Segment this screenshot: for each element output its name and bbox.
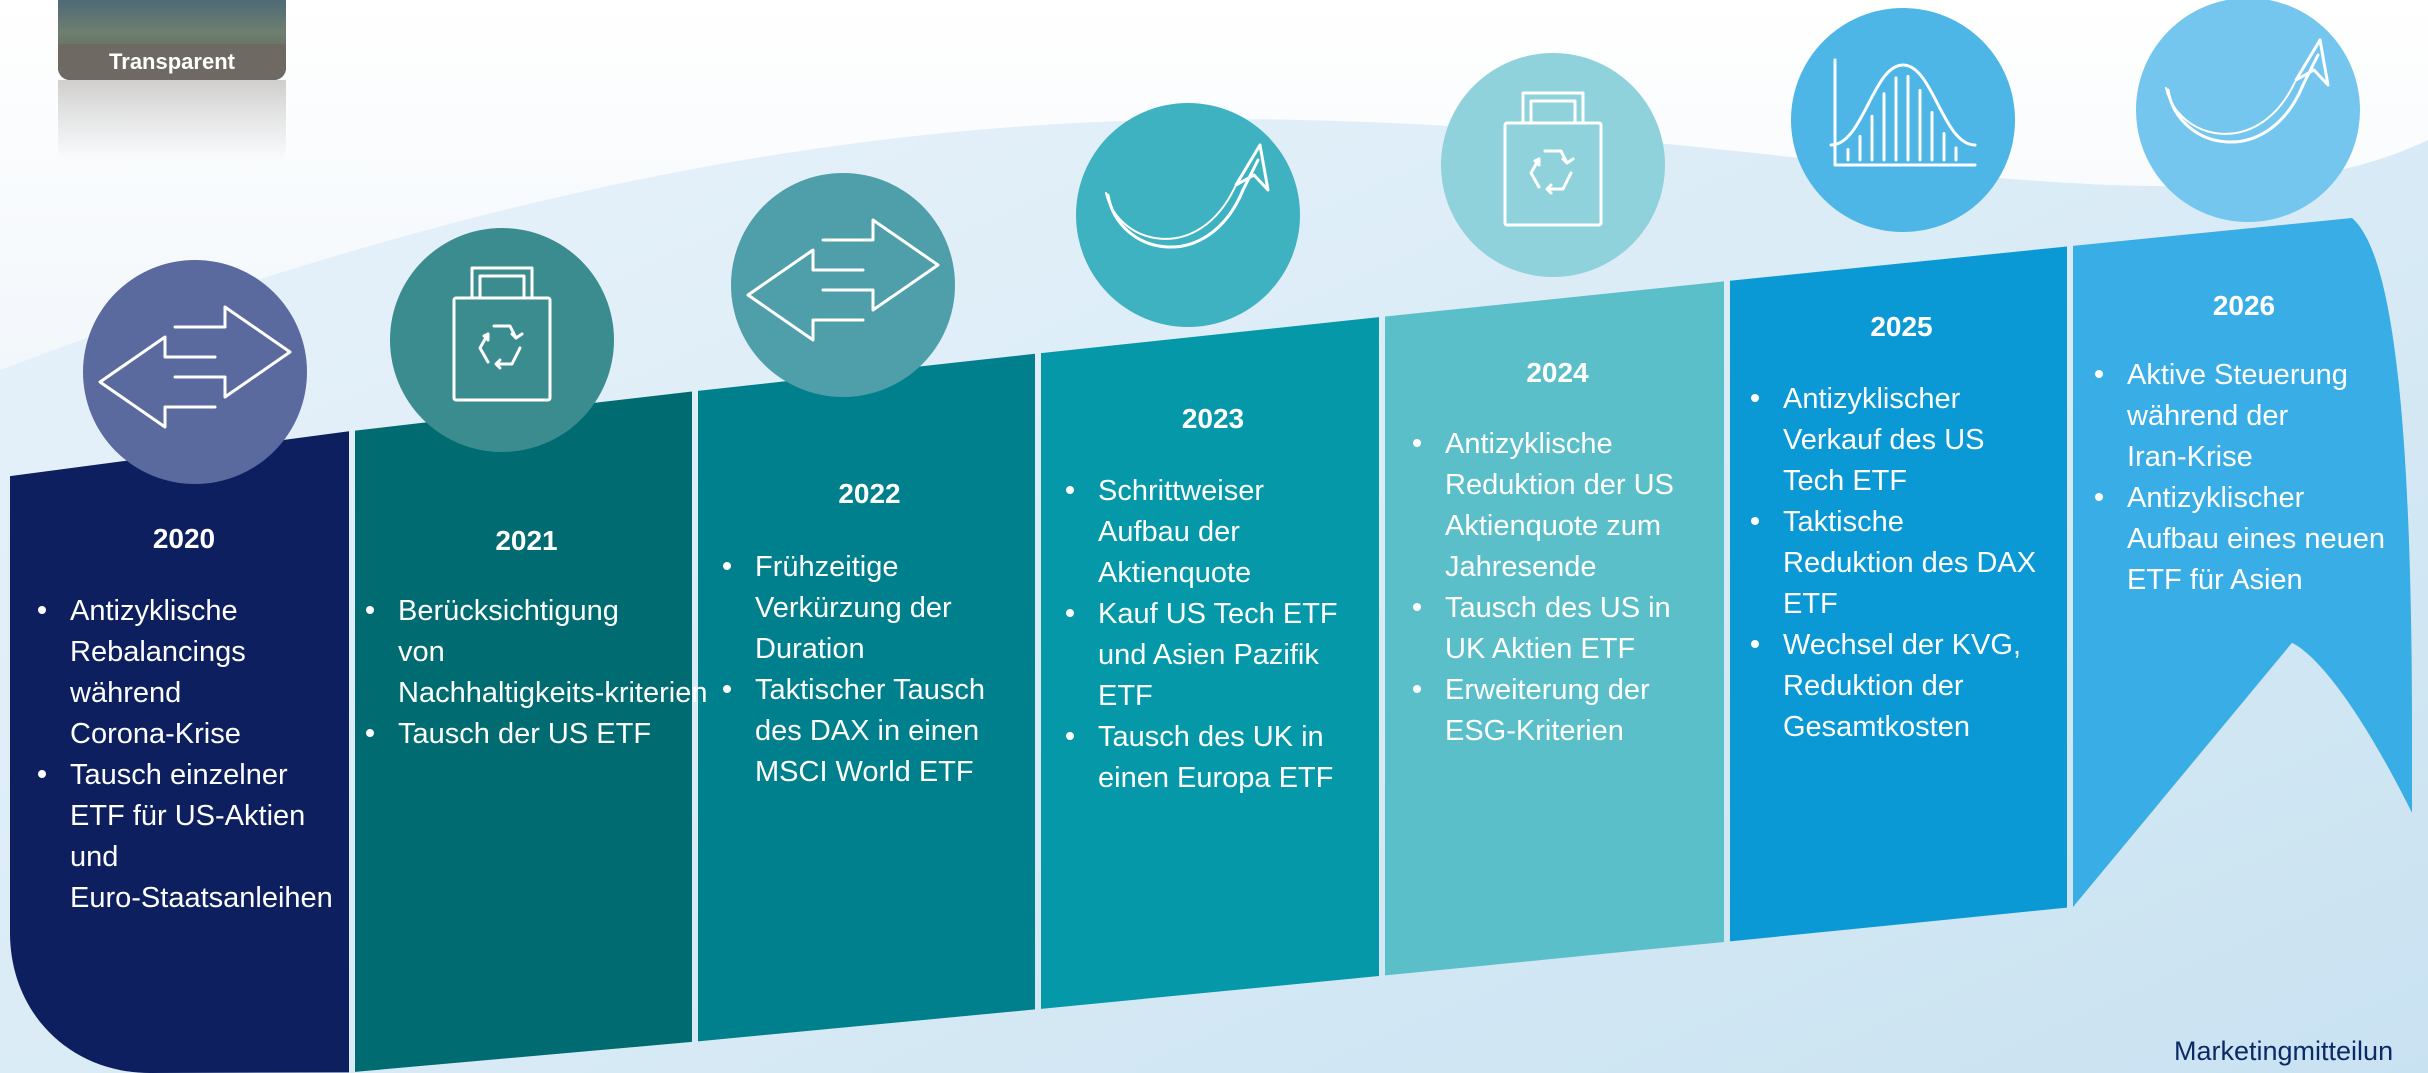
bell-curve-chart-icon bbox=[1829, 58, 1977, 167]
bullet-dot bbox=[366, 606, 374, 614]
timeline-column-2024 bbox=[1385, 281, 1724, 976]
bullet-dot bbox=[1413, 685, 1421, 693]
icon-circle-2025 bbox=[1791, 8, 2015, 232]
bullet-dot bbox=[2095, 493, 2103, 501]
bullet-dot bbox=[38, 770, 46, 778]
icon-circle-2024 bbox=[1441, 53, 1665, 277]
timeline-column-2023 bbox=[1041, 317, 1379, 1009]
recycle-bag-icon bbox=[1503, 91, 1603, 227]
recycle-bag-icon bbox=[452, 266, 552, 402]
year-label-2026: 2026 bbox=[2213, 290, 2275, 321]
icon-circle-2022 bbox=[731, 173, 955, 397]
icon-circle-2023 bbox=[1076, 103, 1300, 327]
thumbnail-reflection bbox=[58, 80, 286, 160]
timeline-column-2022 bbox=[698, 353, 1035, 1042]
bullet-dot bbox=[1066, 732, 1074, 740]
timeline-column-2026 bbox=[2073, 217, 2412, 908]
year-label-2022: 2022 bbox=[838, 478, 900, 509]
timeline-column-2021 bbox=[355, 391, 692, 1072]
bullet-dot bbox=[366, 729, 374, 737]
timeline-column-2025 bbox=[1730, 246, 2067, 942]
bullet-dot bbox=[1751, 394, 1759, 402]
year-label-2024: 2024 bbox=[1526, 357, 1589, 388]
bullet-dot bbox=[2095, 370, 2103, 378]
bullet-dot bbox=[723, 562, 731, 570]
year-label-2020: 2020 bbox=[153, 523, 215, 554]
bullet-dot bbox=[1066, 486, 1074, 494]
year-label-2025: 2025 bbox=[1870, 311, 1932, 342]
bullet-dot bbox=[38, 606, 46, 614]
bullet-dot bbox=[1066, 609, 1074, 617]
icon-circle-2020 bbox=[83, 260, 307, 484]
bullet-dot bbox=[1413, 603, 1421, 611]
bullet-dot bbox=[723, 685, 731, 693]
exchange-arrows-icon bbox=[746, 218, 940, 342]
year-label-2023: 2023 bbox=[1182, 403, 1244, 434]
bullet-dot bbox=[1413, 439, 1421, 447]
growth-arrow-icon bbox=[2165, 38, 2330, 144]
icon-circle-2026 bbox=[2136, 0, 2360, 222]
growth-arrow-icon bbox=[1105, 143, 1270, 249]
bullet-dot bbox=[1751, 640, 1759, 648]
bullet-dot bbox=[1751, 517, 1759, 525]
transparent-thumbnail: Transparent bbox=[58, 0, 286, 80]
thumbnail-label: Transparent bbox=[58, 44, 286, 80]
year-label-2021: 2021 bbox=[495, 525, 557, 556]
timeline-column-2020 bbox=[10, 431, 349, 1073]
icon-circle-2021 bbox=[390, 228, 614, 452]
exchange-arrows-icon bbox=[98, 305, 292, 429]
bullet-2021-2: Tausch der US ETF bbox=[398, 718, 651, 750]
footer-text: Marketingmitteilun bbox=[2174, 1036, 2394, 1066]
